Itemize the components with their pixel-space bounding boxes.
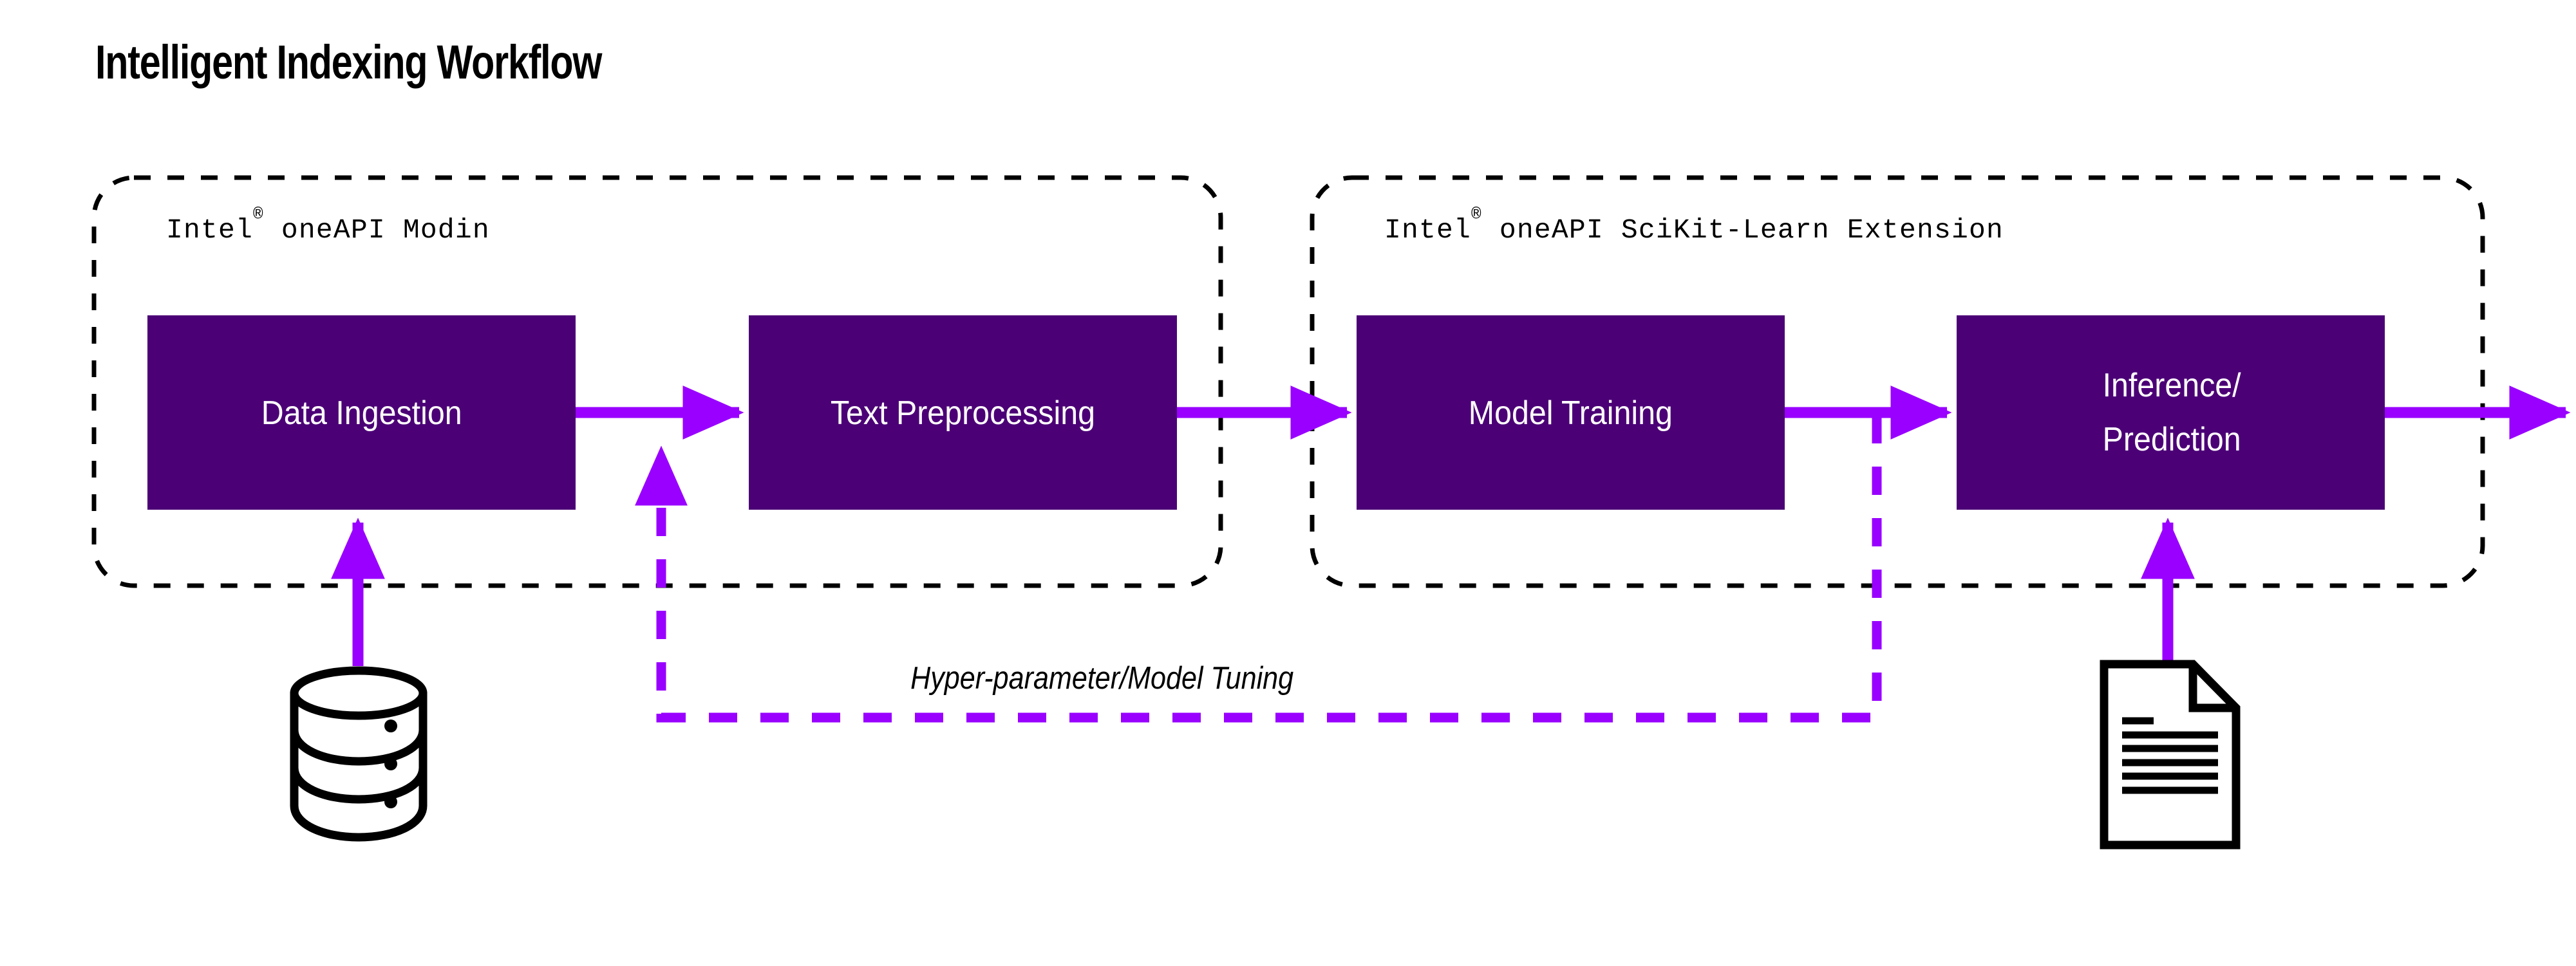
container-sklearn-label-text: Intel bbox=[1384, 214, 1471, 246]
stage-box-data-ingestion[interactable] bbox=[147, 315, 576, 510]
page-title: Intelligent Indexing Workflow bbox=[95, 36, 603, 89]
container-sklearn-label: Intel® oneAPI SciKit-Learn Extension bbox=[1384, 205, 2004, 246]
feedback-loop-connector bbox=[635, 415, 1882, 723]
database-divider-2 bbox=[290, 767, 428, 804]
database-dot-1 bbox=[384, 720, 397, 732]
stage-label-prediction: Prediction bbox=[2103, 420, 2241, 458]
database-dot-2 bbox=[384, 757, 397, 770]
registered-mark-icon: ® bbox=[253, 205, 264, 224]
stage-inference-prediction[interactable]: Inference/ Prediction bbox=[1957, 315, 2385, 510]
container-sklearn bbox=[1310, 175, 2485, 588]
document-page-outline bbox=[2100, 660, 2241, 850]
container-modin-label: Intel® oneAPI Modin bbox=[166, 205, 490, 246]
stage-label-model-training: Model Training bbox=[1469, 394, 1673, 431]
stage-box-text-preprocessing[interactable] bbox=[749, 315, 1177, 510]
registered-mark-icon-2: ® bbox=[1471, 205, 1482, 224]
stage-data-ingestion[interactable]: Data Ingestion bbox=[147, 315, 576, 510]
stage-box-inference-prediction[interactable] bbox=[1957, 315, 2385, 510]
stage-label-data-ingestion: Data Ingestion bbox=[261, 394, 462, 431]
database-dot-3 bbox=[384, 795, 397, 808]
document-text-lines bbox=[2122, 717, 2218, 794]
database-divider-1 bbox=[290, 729, 428, 766]
database-icon bbox=[290, 666, 428, 842]
container-modin-label-rest: oneAPI Modin bbox=[264, 214, 490, 246]
feedback-loop-label: Hyper-parameter/Model Tuning bbox=[910, 660, 1293, 695]
stage-box-model-training[interactable] bbox=[1357, 315, 1785, 510]
stage-model-training[interactable]: Model Training bbox=[1357, 315, 1785, 510]
stage-label-inference: Inference/ bbox=[2103, 366, 2241, 404]
document-folded-corner bbox=[2188, 664, 2236, 712]
document-icon bbox=[2100, 660, 2241, 850]
stage-text-preprocessing[interactable]: Text Preprocessing bbox=[749, 315, 1177, 510]
database-top-disc bbox=[290, 666, 428, 720]
container-sklearn-label-rest: oneAPI SciKit-Learn Extension bbox=[1482, 214, 2004, 246]
stage-label-text-preprocessing: Text Preprocessing bbox=[831, 394, 1095, 431]
container-modin-label-text: Intel bbox=[166, 214, 253, 246]
